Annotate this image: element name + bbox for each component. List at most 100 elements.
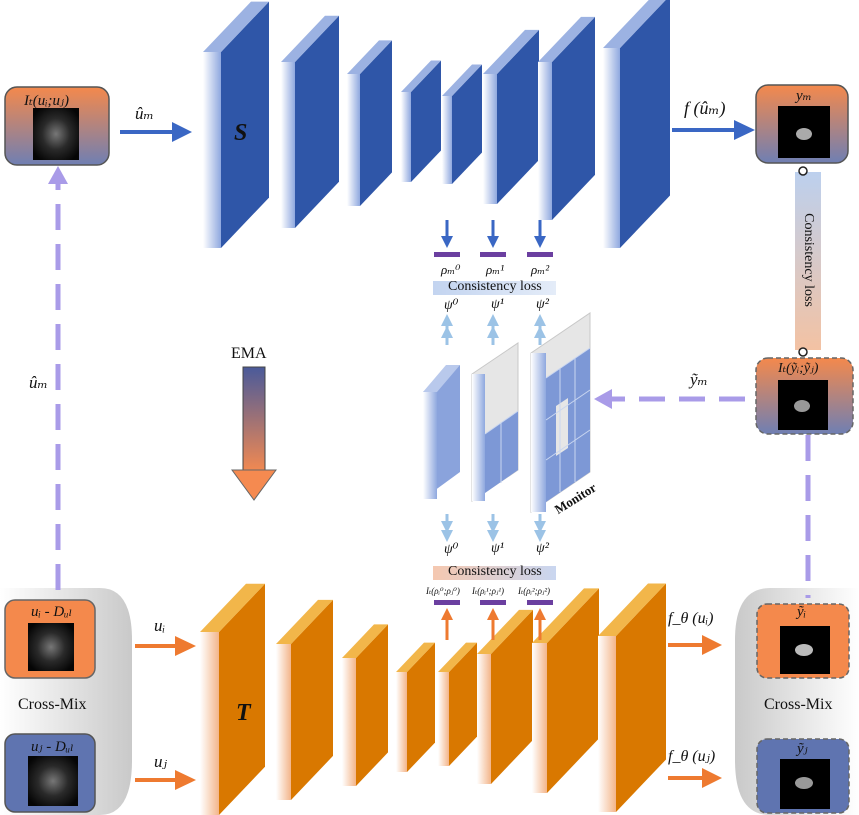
rho-bar-0: [434, 252, 460, 257]
teacher-input-box-label-j: uⱼ - Dᵤₗ: [31, 739, 74, 755]
teacher-output-arrows: [668, 635, 722, 788]
psi-up-head-b-1: [487, 326, 499, 338]
mixed-pseudo-label: Iₜ(ỹᵢ;ỹⱼ): [778, 361, 819, 376]
psi-up-head-a-1: [487, 314, 499, 326]
rho-arrowhead-1: [487, 236, 499, 248]
student-input-arrow: [120, 122, 192, 142]
psi-bottom-0: ψ⁰: [444, 542, 459, 557]
cross-mix-right-label: Cross-Mix: [764, 696, 833, 713]
student-input-box: [4, 86, 110, 166]
pair-bar-1: [480, 600, 506, 605]
teacher-output-box-yj: [756, 738, 850, 814]
student-input-label: Iₜ(uᵢ;uⱼ): [24, 93, 70, 109]
ema-label: EMA: [231, 345, 267, 362]
psi-arrows: [441, 314, 546, 542]
pair-arrowhead-2: [534, 608, 546, 620]
ema-arrow: [231, 366, 277, 501]
student-block-1: [281, 15, 339, 228]
psi-top-0: ψ⁰: [444, 298, 459, 313]
teacher-block-6: [532, 588, 599, 793]
teacher-network-label: T: [236, 700, 251, 726]
psi-up-head-b-2: [534, 326, 546, 338]
teacher-input-label-i: uᵢ: [154, 616, 166, 635]
rho-bar-1: [480, 252, 506, 257]
student-block-0: [203, 1, 269, 248]
student-output-box: [755, 84, 849, 164]
pair-bar-0: [434, 600, 460, 605]
dashed-connectors: [55, 178, 811, 598]
teacher-block-7: [598, 583, 666, 812]
student-network-label: S: [234, 120, 248, 146]
teacher-block-4: [438, 642, 477, 766]
student-block-3: [401, 60, 441, 182]
rho-arrows: [434, 220, 553, 257]
teacher-block-0: [200, 583, 265, 815]
teacher-output-arrow-label-j: f_θ (uⱼ): [668, 748, 716, 765]
pair-arrowhead-0: [441, 608, 453, 620]
pair-label-1: Iₜ(ρᵢ¹;ρⱼ¹): [472, 586, 505, 596]
student-block-2: [347, 40, 392, 207]
psi-down-head-a-0: [441, 521, 453, 533]
dashed-arrowhead-up: [48, 166, 68, 184]
bottom-consistency-loss-label: Consistency loss: [448, 564, 542, 579]
top-consistency-loss-bar: [433, 281, 556, 295]
teacher-output-box-yi: [756, 603, 850, 679]
student-block-5: [483, 29, 539, 205]
student-block-7: [603, 0, 670, 248]
teacher-block-1: [276, 599, 333, 800]
student-output-arrow: [672, 120, 755, 140]
top-consistency-loss-label: Consistency loss: [448, 279, 542, 294]
student-block-4: [442, 64, 482, 184]
teacher-network-blocks: [200, 583, 666, 815]
psi-up-head-b-0: [441, 326, 453, 338]
teacher-block-3: [396, 642, 435, 772]
teacher-input-arrows: [135, 636, 196, 790]
psi-top-1: ψ¹: [491, 297, 504, 312]
psi-down-head-b-1: [487, 530, 499, 542]
teacher-input-box-ui: [4, 599, 96, 679]
psi-bottom-1: ψ¹: [491, 541, 504, 556]
psi-up-head-a-0: [441, 314, 453, 326]
student-output-label: yₘ: [796, 88, 812, 104]
teacher-output-label-i: ỹᵢ: [797, 604, 807, 620]
teacher-input-box-label-i: uᵢ - Dᵤₗ: [31, 604, 73, 620]
mixed-pseudo-label-box: [755, 357, 854, 435]
psi-top-2: ψ²: [536, 297, 549, 312]
rho-arrowhead-2: [534, 236, 546, 248]
psi-bottom-2: ψ²: [536, 541, 549, 556]
teacher-output-label-j: ỹⱼ: [797, 741, 808, 757]
pair-label-0: Iₜ(ρᵢ⁰;ρⱼ⁰): [426, 586, 460, 596]
psi-down-head-a-1: [487, 521, 499, 533]
teacher-block-5: [477, 609, 533, 784]
monitor-blocks: [423, 312, 591, 513]
dashed-arrowhead-left: [594, 389, 612, 409]
teacher-input-label-j: uⱼ: [154, 752, 167, 771]
pair-arrowhead-1: [487, 608, 499, 620]
student-network-blocks: [203, 0, 670, 248]
student-input-arrow-label: ûₘ: [135, 104, 154, 123]
teacher-input-box-uj: [4, 733, 96, 813]
psi-down-head-b-2: [534, 530, 546, 542]
pair-arrows: [434, 600, 553, 640]
teacher-block-2: [342, 624, 388, 786]
psi-down-head-b-0: [441, 530, 453, 542]
vertical-consistency-loss-bar: [795, 166, 821, 357]
mixed-arrow-label: ỹₘ: [690, 370, 708, 389]
rho-label-1: ρₘ¹: [486, 262, 505, 277]
psi-up-head-a-2: [534, 314, 546, 326]
cross-mix-left-label: Cross-Mix: [18, 696, 87, 713]
student-block-6: [538, 16, 595, 220]
rho-label-0: ρₘ⁰: [441, 262, 461, 277]
rho-arrowhead-0: [441, 236, 453, 248]
psi-down-head-a-2: [534, 521, 546, 533]
left-dashed-arrow-label: ûₘ: [29, 373, 48, 392]
rho-label-2: ρₘ²: [531, 262, 550, 277]
vertical-consistency-loss-label: Consistency loss: [801, 213, 816, 307]
teacher-output-arrow-label-i: f_θ (uᵢ): [668, 610, 714, 627]
student-output-arrow-label: f (ûₘ): [684, 98, 726, 118]
pair-label-2: Iₜ(ρᵢ²;ρⱼ²): [518, 586, 551, 596]
pair-bar-2: [527, 600, 553, 605]
bottom-consistency-loss-bar: [433, 566, 556, 580]
rho-bar-2: [527, 252, 553, 257]
